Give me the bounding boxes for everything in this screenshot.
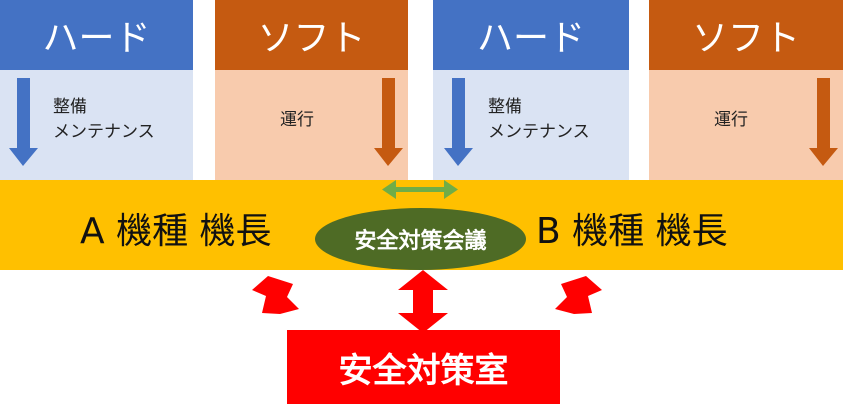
- safety-office-box: 安全対策室: [287, 330, 560, 404]
- safety-office-label: 安全対策室: [338, 350, 509, 391]
- right-hard-down-arrow: [444, 78, 473, 166]
- right-hard-panel: [433, 70, 629, 180]
- left-hard-note: 整備 メンテナンス: [53, 95, 155, 145]
- captain-a-label: A 機種 機長: [80, 211, 272, 252]
- right-hard-note-line2: メンテナンス: [488, 122, 590, 142]
- office-arrow-right: [555, 276, 602, 314]
- left-soft-down-arrow: [374, 78, 403, 166]
- right-hard-header-label: ハード: [476, 18, 585, 59]
- right-hard-note-line1: 整備: [488, 97, 522, 117]
- left-soft-header-label: ソフト: [257, 18, 366, 59]
- right-soft-note: 運行: [714, 110, 748, 130]
- safety-meeting-label: 安全対策会議: [354, 229, 487, 254]
- link-double-arrow: [382, 180, 458, 199]
- left-hard-down-arrow: [9, 78, 38, 166]
- right-soft-header-label: ソフト: [691, 18, 800, 59]
- right-hard-header: ハード: [433, 0, 629, 70]
- left-hard-panel: [0, 70, 193, 180]
- office-double-arrow: [398, 270, 448, 333]
- left-hard-header: ハード: [0, 0, 193, 70]
- left-soft-note: 運行: [280, 110, 314, 130]
- right-soft-panel: [649, 70, 843, 180]
- safety-meeting-ellipse: 安全対策会議: [315, 208, 526, 270]
- left-soft-header: ソフト: [215, 0, 408, 70]
- captain-b-label: B 機種 機長: [536, 211, 728, 252]
- right-hard-note: 整備 メンテナンス: [488, 95, 590, 145]
- left-hard-note-line2: メンテナンス: [53, 122, 155, 142]
- office-arrow-left: [252, 276, 299, 314]
- right-soft-header: ソフト: [649, 0, 843, 70]
- right-soft-down-arrow: [809, 78, 838, 166]
- left-hard-note-line1: 整備: [53, 97, 87, 117]
- left-hard-header-label: ハード: [42, 18, 151, 59]
- left-soft-panel: [215, 70, 408, 180]
